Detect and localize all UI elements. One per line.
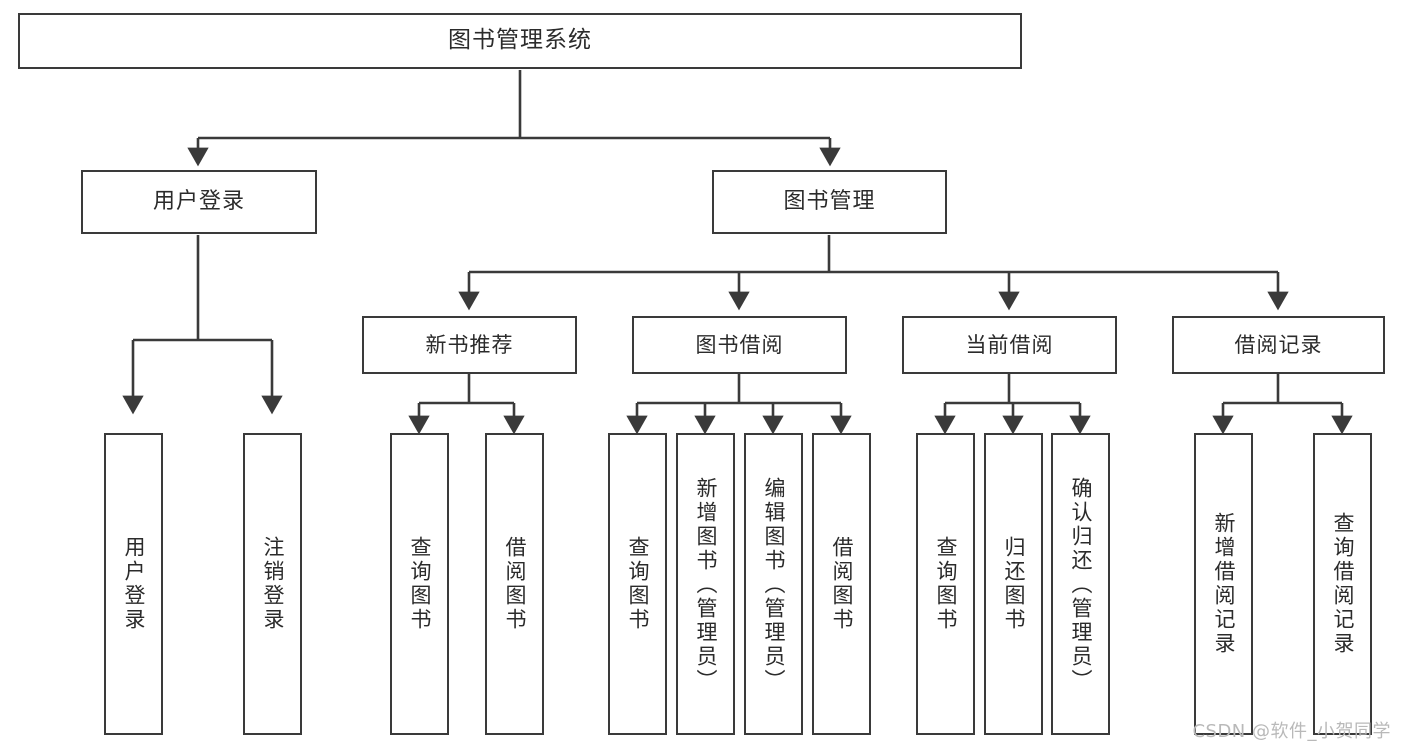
- node-leaf-borrow-book[interactable]: 借阅图书: [812, 433, 871, 735]
- node-leaf-query-book-current[interactable]: 查询图书: [916, 433, 975, 735]
- node-leaf-query-book-borrow[interactable]: 查询图书: [608, 433, 667, 735]
- node-book-management-system[interactable]: 图书管理系统: [18, 13, 1022, 69]
- node-label: 图书管理系统: [448, 27, 592, 54]
- watermark-text: CSDN @软件_小贺同学: [1192, 721, 1391, 742]
- node-leaf-return-book[interactable]: 归还图书: [984, 433, 1043, 735]
- node-label: 查询图书: [626, 536, 650, 632]
- node-label: 用户登录: [122, 536, 146, 632]
- node-current-borrow[interactable]: 当前借阅: [902, 316, 1117, 374]
- node-user-login[interactable]: 用户登录: [81, 170, 317, 234]
- node-label: 借阅记录: [1234, 332, 1323, 357]
- node-label: 查询图书: [408, 536, 432, 632]
- node-label: 注销登录: [261, 536, 285, 632]
- node-borrow-record[interactable]: 借阅记录: [1172, 316, 1385, 374]
- node-leaf-confirm-return-admin[interactable]: 确认归还（管理员）: [1051, 433, 1110, 735]
- node-book-borrow[interactable]: 图书借阅: [632, 316, 847, 374]
- node-label: 确认归还（管理员）: [1069, 477, 1093, 693]
- node-new-book-recommend[interactable]: 新书推荐: [362, 316, 577, 374]
- node-label: 编辑图书（管理员）: [762, 477, 786, 693]
- node-label: 当前借阅: [965, 332, 1054, 357]
- node-label: 查询图书: [934, 536, 958, 632]
- node-leaf-add-borrow-record[interactable]: 新增借阅记录: [1194, 433, 1253, 735]
- node-leaf-query-book-newbook[interactable]: 查询图书: [390, 433, 449, 735]
- node-leaf-logout-login[interactable]: 注销登录: [243, 433, 302, 735]
- node-label: 借阅图书: [503, 536, 527, 632]
- node-leaf-query-borrow-record[interactable]: 查询借阅记录: [1313, 433, 1372, 735]
- node-leaf-borrow-book-newbook[interactable]: 借阅图书: [485, 433, 544, 735]
- node-leaf-user-login[interactable]: 用户登录: [104, 433, 163, 735]
- node-label: 图书管理: [783, 188, 876, 214]
- node-book-management[interactable]: 图书管理: [712, 170, 947, 234]
- node-leaf-add-book-admin[interactable]: 新增图书（管理员）: [676, 433, 735, 735]
- node-label: 归还图书: [1002, 536, 1026, 632]
- node-label: 查询借阅记录: [1331, 512, 1355, 656]
- node-label: 新书推荐: [425, 332, 514, 357]
- node-label: 用户登录: [152, 188, 245, 214]
- node-label: 借阅图书: [830, 536, 854, 632]
- node-label: 新增图书（管理员）: [694, 477, 718, 693]
- node-label: 图书借阅: [695, 332, 784, 357]
- node-leaf-edit-book-admin[interactable]: 编辑图书（管理员）: [744, 433, 803, 735]
- node-label: 新增借阅记录: [1212, 512, 1236, 656]
